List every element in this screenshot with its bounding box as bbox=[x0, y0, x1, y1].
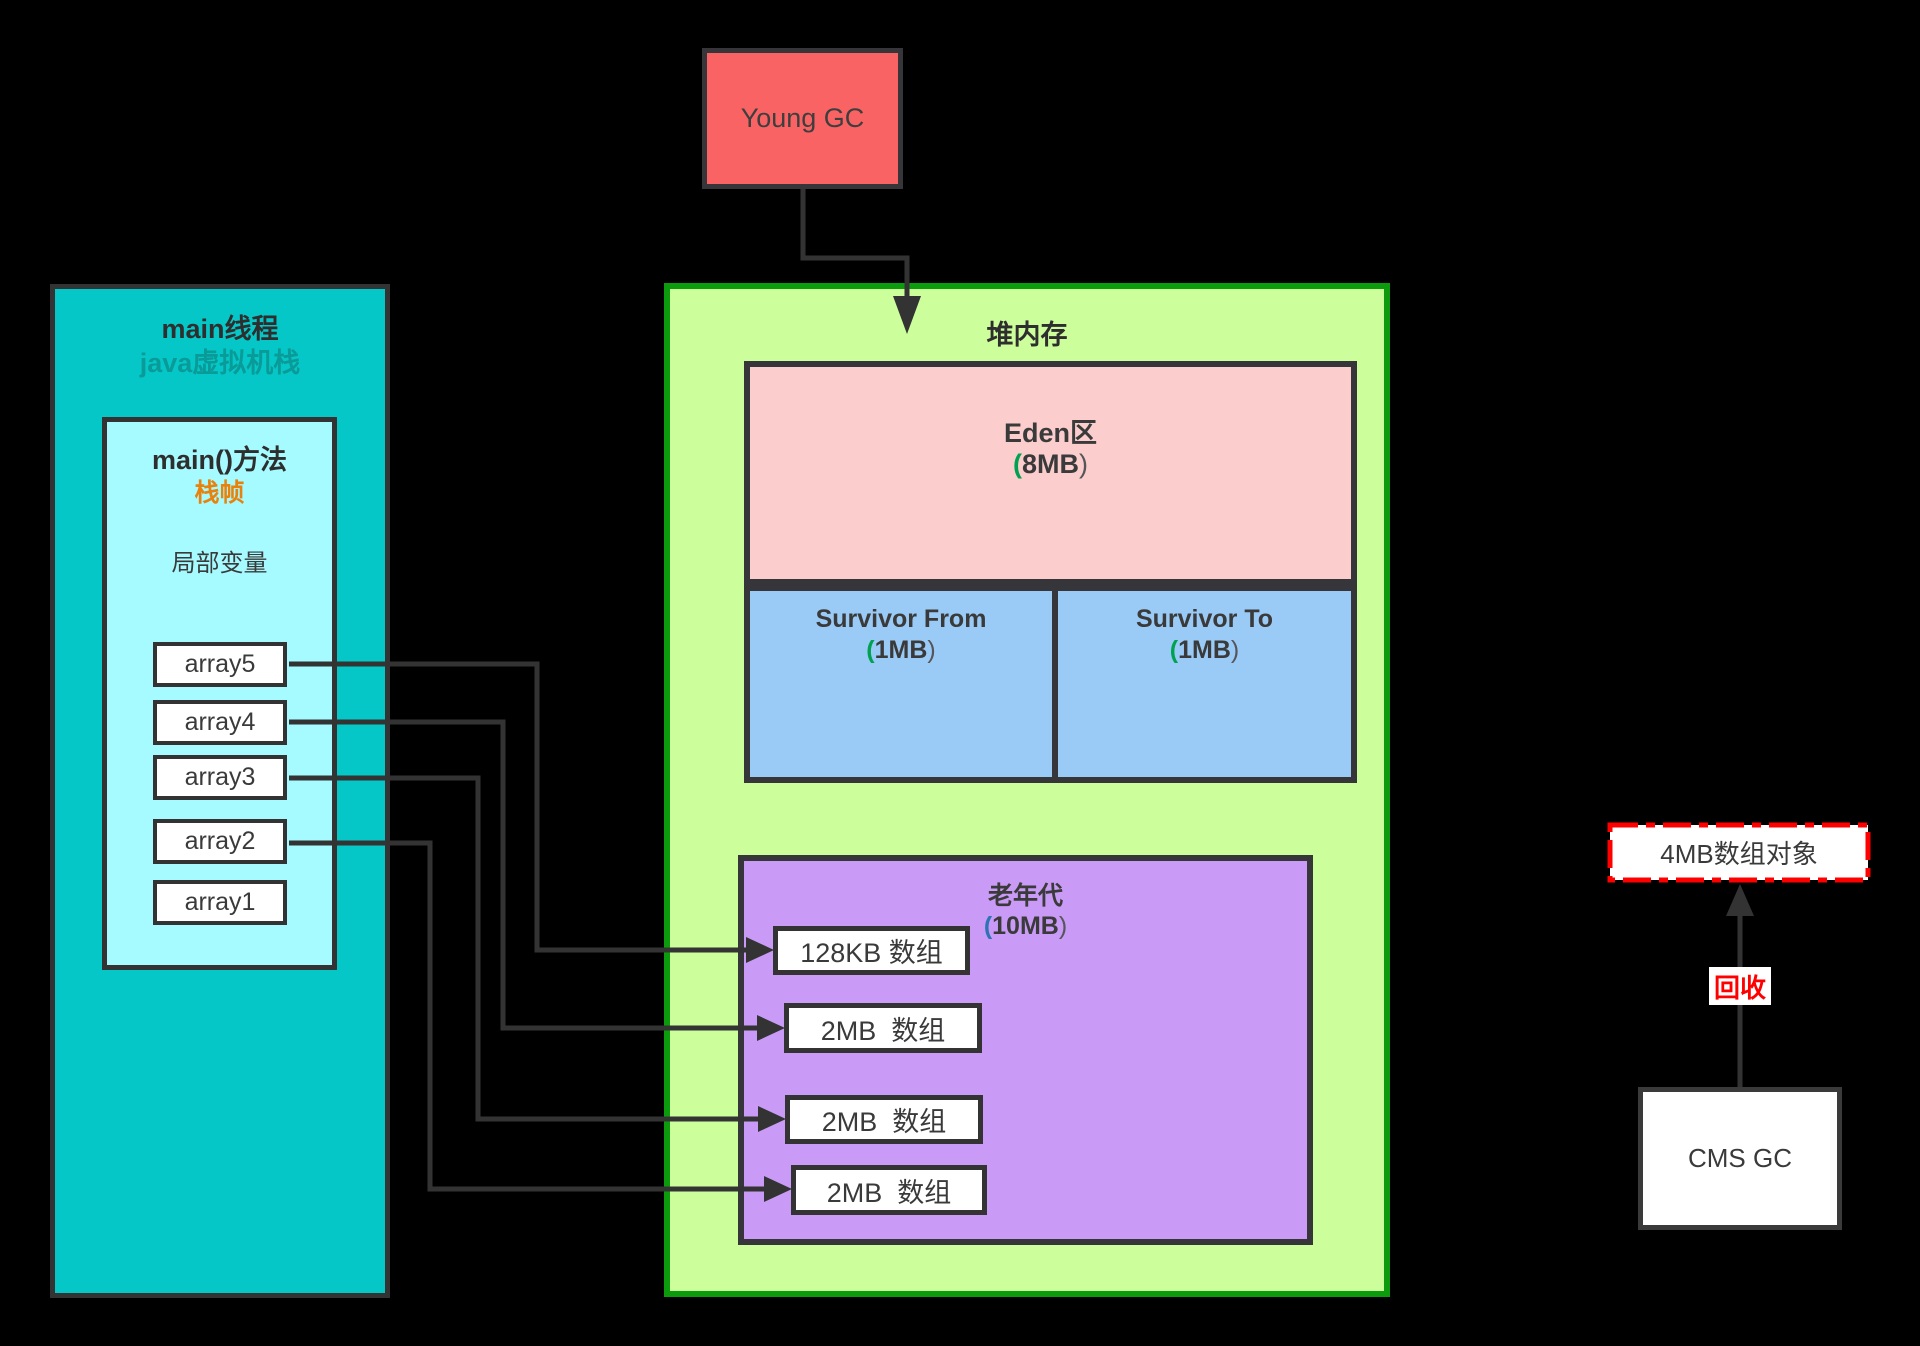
survivor-to-size: (1MB) bbox=[1058, 636, 1351, 665]
old-gen-name: 老年代 bbox=[987, 882, 1063, 910]
recycle-action-text: 回收 bbox=[1713, 972, 1766, 1003]
old-gen-object-128kb-label: 128KB 数组 bbox=[800, 938, 943, 968]
young-gc-label: Young GC bbox=[740, 103, 865, 133]
survivor-to-size-value: 1MB bbox=[1178, 635, 1231, 664]
survivor-from-open-paren: ( bbox=[866, 635, 875, 664]
old-gen-size: (10MB) bbox=[744, 912, 1307, 941]
var-array1-box: array1 bbox=[153, 880, 287, 925]
eden-size-close-paren: ) bbox=[1079, 449, 1088, 480]
old-gen-object-2mb-box-2: 2MB 数组 bbox=[785, 1095, 983, 1144]
cms-gc-box: CMS GC bbox=[1638, 1087, 1842, 1230]
var-array4-label: array4 bbox=[184, 708, 256, 736]
eden-name: Eden区 bbox=[1003, 418, 1097, 448]
var-array3-label: array3 bbox=[184, 763, 256, 791]
jvm-stack-subtitle: java虚拟机栈 bbox=[139, 347, 301, 378]
old-gen-object-2mb-label-2: 2MB 数组 bbox=[821, 1107, 947, 1137]
survivor-from-size-value: 1MB bbox=[874, 635, 928, 664]
survivor-from-box: Survivor From (1MB) bbox=[744, 585, 1058, 783]
eden-size-open-paren: ( bbox=[1012, 449, 1022, 480]
survivor-from-close-paren: ) bbox=[927, 635, 936, 664]
recycle-candidate-label: 4MB数组对象 bbox=[1608, 823, 1870, 882]
old-gen-object-2mb-box-3: 2MB 数组 bbox=[791, 1165, 987, 1215]
eden-box: Eden区 (8MB) bbox=[744, 361, 1357, 585]
eden-size: (8MB) bbox=[750, 449, 1351, 480]
cms-gc-label: CMS GC bbox=[1688, 1143, 1792, 1173]
eden-size-value: 8MB bbox=[1021, 449, 1079, 480]
heap-title: 堆内存 bbox=[986, 320, 1068, 350]
old-gen-close-paren: ) bbox=[1058, 912, 1068, 941]
var-array5-box: array5 bbox=[153, 642, 287, 687]
recycle-candidate-text: 4MB数组对象 bbox=[1660, 839, 1818, 869]
var-array1-label: array1 bbox=[184, 888, 256, 916]
var-array5-label: array5 bbox=[184, 650, 256, 678]
old-gen-object-2mb-label-1: 2MB 数组 bbox=[820, 1015, 946, 1046]
survivor-to-open-paren: ( bbox=[1169, 635, 1179, 664]
main-thread-title: main线程 bbox=[161, 314, 279, 344]
old-gen-object-2mb-box-1: 2MB 数组 bbox=[784, 1003, 982, 1053]
old-gen-open-paren: ( bbox=[983, 912, 993, 941]
survivor-to-close-paren: ) bbox=[1230, 635, 1240, 664]
survivor-to-name: Survivor To bbox=[1135, 605, 1274, 633]
main-method-title: main()方法 bbox=[152, 445, 287, 475]
var-array2-label: array2 bbox=[184, 827, 256, 855]
old-gen-size-value: 10MB bbox=[992, 912, 1059, 941]
young-gc-box: Young GC bbox=[702, 48, 903, 189]
stack-frame-subtitle: 栈帧 bbox=[194, 478, 245, 507]
survivor-from-name: Survivor From bbox=[815, 605, 987, 633]
old-gen-object-2mb-label-3: 2MB 数组 bbox=[826, 1177, 952, 1208]
survivor-to-box: Survivor To (1MB) bbox=[1052, 585, 1357, 783]
local-vars-caption: 局部变量 bbox=[171, 550, 268, 577]
old-gen-object-128kb-box: 128KB 数组 bbox=[773, 926, 970, 975]
var-array4-box: array4 bbox=[153, 700, 287, 745]
recycle-action-label: 回收 bbox=[1709, 967, 1771, 1005]
arrowhead-cms bbox=[1726, 884, 1754, 916]
var-array3-box: array3 bbox=[153, 755, 287, 800]
var-array2-box: array2 bbox=[153, 819, 287, 864]
survivor-from-size: (1MB) bbox=[750, 636, 1052, 665]
